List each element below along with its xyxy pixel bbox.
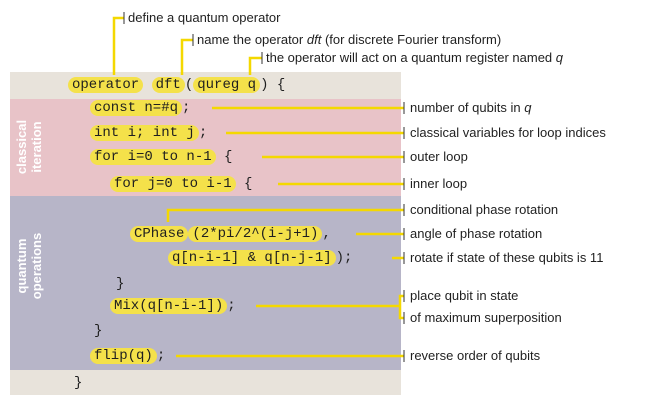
- annotation-rotate-if: rotate if state of these qubits is 11: [410, 250, 604, 265]
- annotation-classical-vars: classical variables for loop indices: [410, 125, 606, 140]
- quantum-operations-label: quantum operations: [14, 228, 44, 304]
- mix-semicolon: ;: [227, 298, 236, 314]
- int-statement: int i; int j: [90, 125, 199, 141]
- code-line-qubits: q[n-i-1] & q[n-j-1]);: [168, 249, 352, 267]
- code-line-inner-for: for j=0 to i-1 {: [110, 175, 252, 193]
- outer-for-brace: {: [215, 149, 233, 165]
- quantum-label-text: quantum operations: [14, 232, 44, 300]
- int-semicolon: ;: [198, 125, 208, 141]
- classical-iteration-label: classical iteration: [14, 109, 44, 185]
- operator-keyword: operator: [68, 77, 144, 93]
- annotation-angle: angle of phase rotation: [410, 226, 543, 241]
- annotation-name: name the operator dft (for discrete Four…: [197, 32, 501, 48]
- annotation-qubits-pre: number of qubits in: [410, 100, 525, 115]
- code-line-close-outer: }: [94, 322, 102, 340]
- annotation-name-pre: name the operator: [197, 32, 307, 47]
- code-line-mix: Mix(q[n-i-1]);: [110, 297, 236, 315]
- cphase-call: CPhase: [130, 226, 189, 242]
- paren-open: (: [184, 77, 194, 93]
- code-line-outer-for: for i=0 to n-1 {: [90, 148, 232, 166]
- annotation-qubits-em: q: [524, 100, 532, 115]
- annotation-inner-loop: inner loop: [410, 176, 468, 191]
- code-line-int: int i; int j;: [90, 124, 207, 142]
- cphase-close: );: [335, 250, 353, 266]
- annotation-place-line2: of maximum superposition: [410, 310, 562, 325]
- code-line-flip: flip(q);: [90, 347, 165, 365]
- annotation-register: the operator will act on a quantum regis…: [266, 50, 563, 66]
- code-line-const: const n=#q;: [90, 99, 190, 117]
- annotation-qubits: number of qubits in q: [410, 100, 531, 116]
- const-semicolon: ;: [182, 100, 191, 116]
- annotation-cond-phase: conditional phase rotation: [410, 202, 559, 217]
- control-qubits: q[n-i-1] & q[n-j-1]: [168, 250, 336, 266]
- annotation-register-pre: the operator will act on a quantum regis…: [266, 50, 556, 65]
- outer-close-brace: }: [94, 323, 103, 339]
- annotation-reverse: reverse order of qubits: [410, 348, 541, 363]
- leader-name: [180, 38, 193, 75]
- quantum-operations-region: [10, 196, 401, 370]
- inner-close-brace: }: [116, 276, 125, 292]
- footer-band: [10, 370, 401, 395]
- annotation-register-em: q: [555, 50, 564, 65]
- inner-for-statement: for j=0 to i-1: [110, 176, 236, 192]
- leader-define: [112, 16, 124, 75]
- annotation-outer-loop: outer loop: [410, 149, 468, 164]
- code-line-close-inner: }: [116, 275, 124, 293]
- annotation-name-em: dft: [306, 32, 322, 47]
- code-line-close-operator: }: [74, 374, 82, 392]
- mix-call: Mix(q[n-i-1]): [110, 298, 228, 314]
- const-statement: const n=#q: [90, 100, 183, 116]
- code-line-cphase: CPhase(2*pi/2^(i-j+1),: [130, 225, 331, 243]
- cphase-angle: (2*pi/2^(i-j+1): [188, 226, 323, 242]
- flip-call: flip(q): [90, 348, 157, 364]
- cphase-comma: ,: [322, 226, 331, 242]
- operator-name: dft: [151, 77, 185, 93]
- operator-argument: qureg q: [193, 77, 261, 93]
- code-line-operator: operator dft(qureg q) {: [68, 76, 285, 94]
- annotation-name-post: (for discrete Fourier transform): [321, 32, 502, 47]
- classical-label-text: classical iteration: [14, 119, 44, 175]
- flip-semicolon: ;: [156, 348, 166, 364]
- operator-close-brace: }: [74, 375, 83, 391]
- operator-open-brace: ) {: [260, 77, 286, 93]
- annotation-define: define a quantum operator: [128, 10, 281, 25]
- annotation-place-line1: place qubit in state: [410, 288, 519, 303]
- outer-for-statement: for i=0 to n-1: [90, 149, 216, 165]
- inner-for-brace: {: [235, 176, 253, 192]
